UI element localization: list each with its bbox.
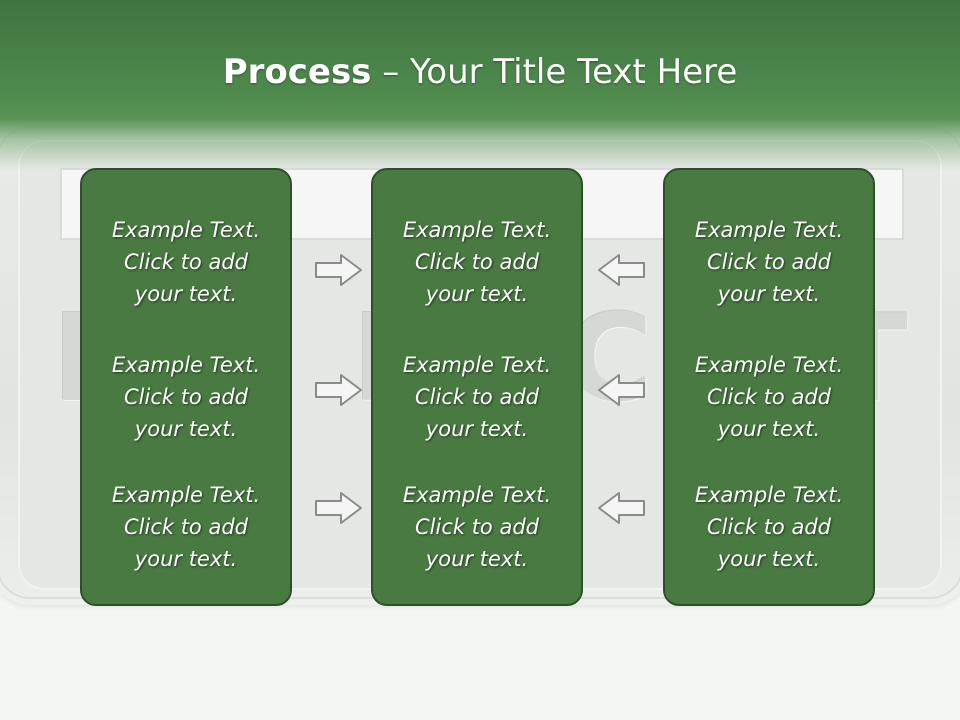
text-line: Example Text. <box>694 218 844 242</box>
text-line: your text. <box>134 417 238 441</box>
text-line: Example Text. <box>111 218 261 242</box>
text-line: Example Text. <box>694 353 844 377</box>
text-line: Click to add <box>414 250 539 274</box>
text-line: Example Text. <box>111 353 261 377</box>
text-placeholder[interactable]: Example Text. Click to add your text. <box>665 214 873 310</box>
arrow-left-icon <box>598 374 645 406</box>
title-bar <box>0 0 960 170</box>
arrow-left-icon <box>598 492 645 524</box>
arrow-left-icon <box>598 254 645 286</box>
text-line: Click to add <box>706 515 831 539</box>
arrow-right-icon <box>315 492 362 524</box>
text-placeholder[interactable]: Example Text. Click to add your text. <box>665 349 873 445</box>
text-placeholder[interactable]: Example Text. Click to add your text. <box>82 214 290 310</box>
process-column-right[interactable]: Example Text. Click to add your text. Ex… <box>663 168 875 606</box>
text-placeholder[interactable]: Example Text. Click to add your text. <box>665 479 873 575</box>
arrow-right-icon <box>315 374 362 406</box>
text-placeholder[interactable]: Example Text. Click to add your text. <box>82 349 290 445</box>
title-rest: – Your Title Text Here <box>371 52 738 92</box>
text-line: Click to add <box>123 250 248 274</box>
text-placeholder[interactable]: Example Text. Click to add your text. <box>373 349 581 445</box>
text-placeholder[interactable]: Example Text. Click to add your text. <box>82 479 290 575</box>
text-line: Click to add <box>706 250 831 274</box>
text-line: Example Text. <box>111 483 261 507</box>
text-line: Click to add <box>123 385 248 409</box>
text-line: your text. <box>134 282 238 306</box>
text-line: Example Text. <box>402 353 552 377</box>
process-column-center[interactable]: Example Text. Click to add your text. Ex… <box>371 168 583 606</box>
text-line: your text. <box>717 282 821 306</box>
arrow-right-icon <box>315 254 362 286</box>
text-line: your text. <box>425 547 529 571</box>
text-line: your text. <box>425 282 529 306</box>
text-line: Click to add <box>706 385 831 409</box>
text-line: your text. <box>717 417 821 441</box>
text-line: your text. <box>425 417 529 441</box>
text-line: Click to add <box>414 515 539 539</box>
text-placeholder[interactable]: Example Text. Click to add your text. <box>373 479 581 575</box>
text-line: Click to add <box>414 385 539 409</box>
text-line: your text. <box>134 547 238 571</box>
text-line: Click to add <box>123 515 248 539</box>
text-line: Example Text. <box>402 483 552 507</box>
text-line: your text. <box>717 547 821 571</box>
text-line: Example Text. <box>402 218 552 242</box>
text-placeholder[interactable]: Example Text. Click to add your text. <box>373 214 581 310</box>
process-column-left[interactable]: Example Text. Click to add your text. Ex… <box>80 168 292 606</box>
text-line: Example Text. <box>694 483 844 507</box>
slide-title[interactable]: Process – Your Title Text Here <box>0 52 960 92</box>
title-bold: Process <box>222 52 372 92</box>
